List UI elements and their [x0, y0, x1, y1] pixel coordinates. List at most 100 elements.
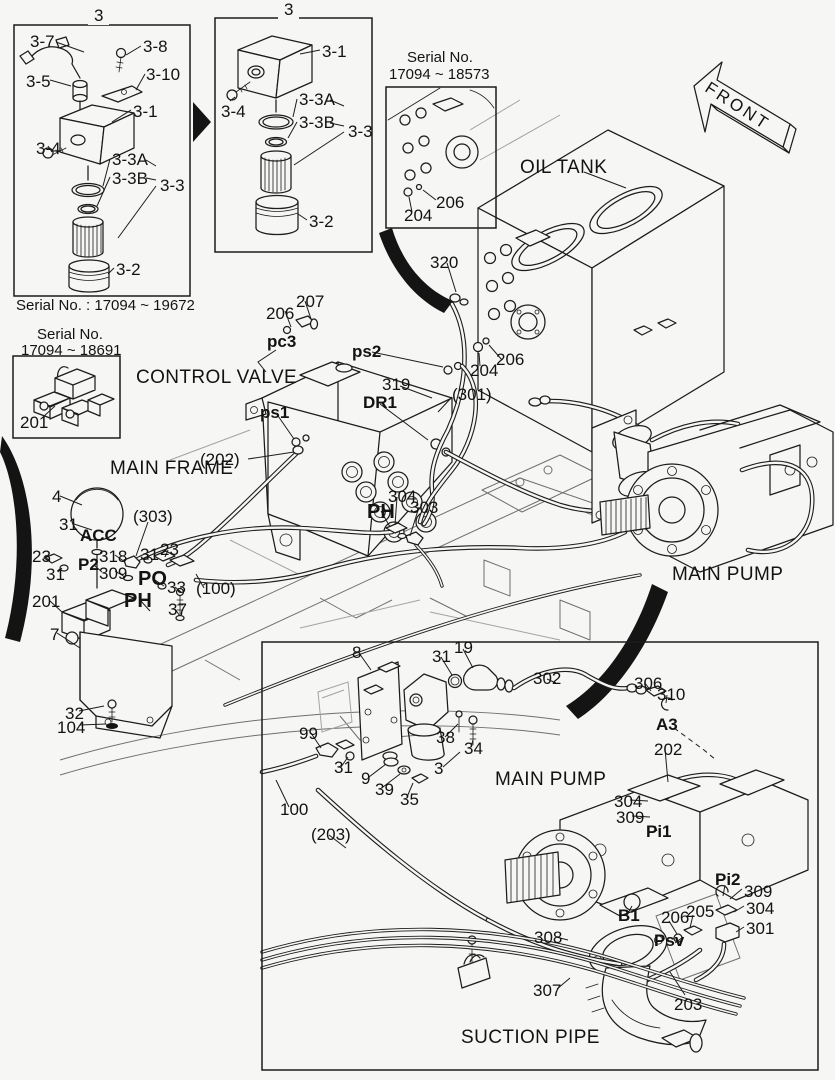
- callout-acc: ACC: [80, 526, 117, 545]
- callout-main-pump: MAIN PUMP: [672, 564, 784, 585]
- callout-206: 206: [496, 350, 525, 369]
- callout-3-3: 3-3: [348, 122, 373, 141]
- callout-7: 7: [50, 625, 60, 644]
- callout-39: 39: [375, 780, 394, 799]
- callout-99: 99: [299, 724, 318, 743]
- callout-17094-18691: 17094 ~ 18691: [21, 342, 122, 359]
- inset-box-filter-old: [13, 24, 191, 297]
- inset-pilot-valve: [33, 366, 115, 427]
- callout-oil-tank: OIL TANK: [520, 157, 608, 178]
- callout-202: (202): [200, 450, 240, 469]
- callout-201: 201: [20, 413, 49, 432]
- callout-main-frame: MAIN FRAME: [110, 458, 234, 479]
- callout-3-3: 3-3: [160, 176, 185, 195]
- callout-3-2: 3-2: [309, 212, 334, 231]
- callout-308: 308: [534, 928, 563, 947]
- callout-3-3a: 3-3A: [299, 90, 335, 109]
- callout-3: 3: [88, 7, 110, 25]
- main-pump-right-drawing: [528, 395, 834, 573]
- callout-pi2: Pi2: [715, 870, 741, 889]
- front-arrow: [693, 61, 797, 154]
- callout-psv: Psv: [654, 931, 685, 950]
- callout-34: 34: [464, 739, 483, 758]
- callout-suction-pipe: SUCTION PIPE: [461, 1027, 600, 1048]
- callout-318: 318: [99, 547, 128, 566]
- callout-100: 100: [280, 800, 309, 819]
- callout-309: 309: [744, 882, 773, 901]
- callout-306: 306: [634, 674, 663, 693]
- callout-35: 35: [400, 790, 419, 809]
- callout-3-1: 3-1: [322, 42, 347, 61]
- callout-202: 202: [654, 740, 683, 759]
- callout-33: 33: [167, 578, 186, 597]
- callout-ps2: ps2: [352, 342, 382, 361]
- callout-3-8: 3-8: [143, 37, 168, 56]
- callout-ph: PH: [124, 590, 152, 612]
- callout-19: 19: [454, 638, 473, 657]
- ph-mid-fittings: [385, 522, 424, 546]
- callout-serial-no: Serial No.: [407, 49, 473, 66]
- leader-lines: [43, 171, 745, 996]
- callout-206: 206: [266, 304, 295, 323]
- callout-303: (303): [133, 507, 173, 526]
- callout-201: 201: [32, 592, 61, 611]
- callout-320: 320: [430, 253, 459, 272]
- callout-23: 23: [160, 540, 179, 559]
- detail-box-main-pump-piping: [261, 641, 819, 1071]
- callout-205: 205: [686, 902, 715, 921]
- callout-100: (100): [196, 579, 236, 598]
- inset-box-pilot-valve: [12, 355, 121, 439]
- callout-31: 31: [432, 647, 451, 666]
- callout-3-10: 3-10: [146, 65, 181, 84]
- callout-ps1: ps1: [260, 403, 290, 422]
- callout-301: 301: [746, 919, 775, 938]
- inset-box-tank-ports: [385, 86, 497, 229]
- callout-304: 304: [388, 487, 417, 506]
- callout-310: 310: [657, 685, 686, 704]
- callout-3-4: 3-4: [36, 139, 61, 158]
- callout-304: 304: [746, 899, 775, 918]
- callout-control-valve: CONTROL VALVE: [136, 367, 298, 388]
- callout-dr1: DR1: [363, 393, 398, 412]
- callout-31: 31: [59, 515, 78, 534]
- callout-ph: PH: [367, 501, 395, 523]
- callout-b1: B1: [618, 906, 640, 925]
- callout-304: 304: [614, 792, 643, 811]
- callout-a3: A3: [656, 715, 678, 734]
- callout-17094-18573: 17094 ~ 18573: [389, 66, 490, 83]
- callout-307: 307: [533, 981, 562, 1000]
- callout-9: 9: [361, 769, 371, 788]
- callout-3-3b: 3-3B: [112, 169, 148, 188]
- callout-32: 32: [65, 704, 84, 723]
- callout-207: 207: [296, 292, 325, 311]
- callout-3-3a: 3-3A: [112, 150, 148, 169]
- callout-pc3: pc3: [267, 332, 297, 351]
- inset-filter-assembly-old: [19, 36, 157, 293]
- callout-31: 31: [140, 545, 159, 564]
- callout-104: 104: [57, 718, 86, 737]
- control-valve-drawing: [245, 315, 463, 561]
- callout-3-1: 3-1: [133, 102, 158, 121]
- bottom-detail-drawing: [259, 661, 809, 1053]
- callout-203: (203): [311, 825, 351, 844]
- callout-3-7: 3-7: [30, 32, 55, 51]
- callout-p2: P2: [78, 555, 99, 574]
- callout-203: 203: [674, 995, 703, 1014]
- callout-4: 4: [52, 487, 62, 506]
- callout-serial-no: Serial No.: [37, 326, 103, 343]
- accumulator-drawing: [43, 487, 195, 739]
- callout-po: PO: [138, 568, 167, 590]
- callout-309: 309: [616, 808, 645, 827]
- callout-206: 206: [436, 193, 465, 212]
- callout-3-5: 3-5: [26, 72, 51, 91]
- callout-206: 206: [661, 908, 690, 927]
- callout-319: 319: [382, 375, 411, 394]
- callout-204: 204: [470, 361, 499, 380]
- callout-serial-no-17094-19672: Serial No. : 17094 ~ 19672: [16, 297, 195, 314]
- callout-3: 3: [434, 759, 444, 778]
- inset-tank-ports: [387, 87, 495, 213]
- callout-303: 303: [410, 498, 439, 517]
- callout-8: 8: [352, 643, 362, 662]
